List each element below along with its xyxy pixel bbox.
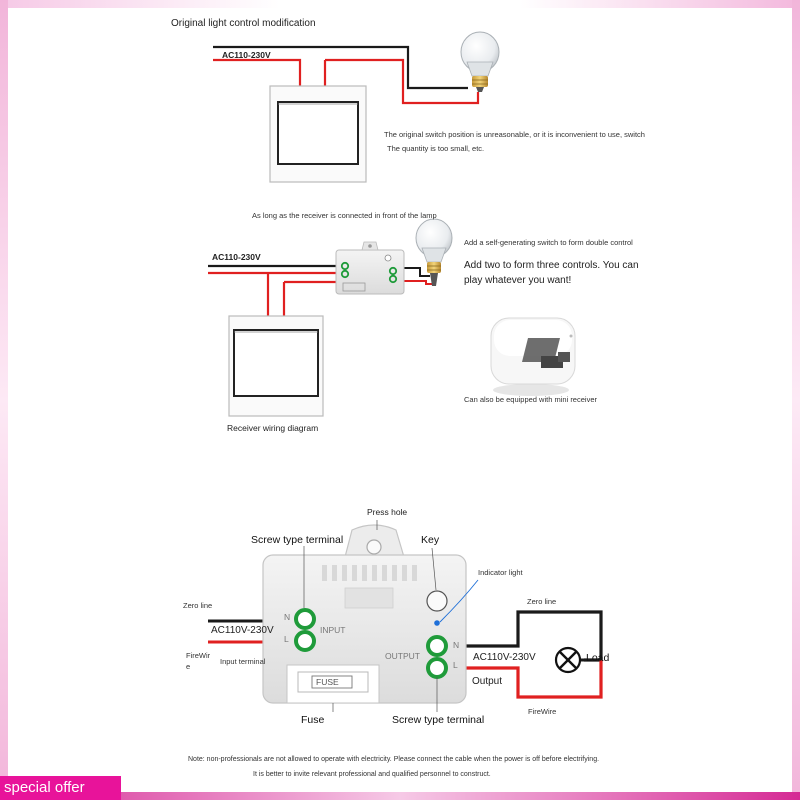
frame-right [792, 0, 800, 800]
light-bulb-1-icon [460, 31, 500, 92]
note-line2: It is better to invite relevant professi… [253, 771, 491, 778]
firewire-left-line1: FireWir [186, 651, 211, 660]
wall-switch-1 [269, 85, 367, 183]
screw-terminal-top-label: Screw type terminal [251, 534, 344, 546]
load-bulb-icon [554, 646, 582, 674]
input-terminal-label: Input terminal [220, 657, 266, 666]
input-label: INPUT [320, 625, 346, 635]
note-line1: Note: non-professionals are not allowed … [188, 756, 600, 763]
wiring-diagram-caption: Receiver wiring diagram [227, 423, 319, 433]
output-n-terminal [426, 635, 448, 657]
section1-wiring [213, 45, 480, 105]
section2-intro: As long as the receiver is connected in … [252, 211, 437, 220]
indicator-light-label: Indicator light [478, 568, 523, 577]
output-label: OUTPUT [385, 651, 420, 661]
mini-receiver-icon [490, 317, 576, 396]
screw-terminal-bottom-label: Screw type terminal [392, 714, 485, 726]
frame-left [0, 0, 8, 800]
wall-switch-2 [228, 315, 324, 417]
receiver-module-large [262, 524, 467, 704]
special-offer-badge: special offer [0, 776, 121, 800]
output-supply-label: AC110V-230V [473, 652, 536, 663]
firewire-right-label: FireWire [528, 707, 557, 716]
fuse-label: Fuse [301, 714, 325, 726]
input-l-terminal [294, 630, 316, 652]
section2-wiring [208, 264, 434, 316]
zero-line-left-label: Zero line [183, 601, 213, 610]
section1-note-line2: The quantity is too small, etc. [387, 144, 485, 153]
fuse-inner-text: FUSE [316, 677, 339, 687]
light-bulb-2-icon [415, 218, 453, 286]
three-controls-line1: Add two to form three controls. You can [464, 260, 639, 271]
press-hole-label: Press hole [367, 507, 408, 517]
output-text: Output [472, 676, 503, 687]
key-label: Key [421, 534, 440, 546]
load-label: Load [586, 652, 610, 664]
l-in-label: L [284, 634, 289, 644]
mini-receiver-caption: Can also be equipped with mini receiver [464, 395, 597, 404]
self-generating-note: Add a self-generating switch to form dou… [464, 238, 633, 247]
n-in-label: N [284, 612, 291, 622]
section1-supply-label: AC110-230V [222, 50, 271, 60]
frame-top [0, 0, 800, 8]
zero-line-right-label: Zero line [527, 597, 557, 606]
input-supply-label: AC110V-230V [211, 625, 274, 636]
three-controls-line2: play whatever you want! [464, 275, 572, 286]
n-out-label: N [453, 640, 460, 650]
receiver-module-small [335, 241, 405, 295]
section1-note-line1: The original switch position is unreason… [384, 130, 645, 139]
frame-bottom [0, 792, 800, 800]
input-n-terminal [294, 608, 316, 630]
section2-supply-label: AC110-230V [212, 252, 261, 262]
section1-title: Original light control modification [171, 18, 316, 29]
indicator-light-dot [434, 620, 440, 626]
pointer-lines [303, 520, 479, 712]
output-l-terminal [426, 657, 448, 679]
firewire-left-line2: e [186, 662, 191, 671]
l-out-label: L [453, 660, 458, 670]
